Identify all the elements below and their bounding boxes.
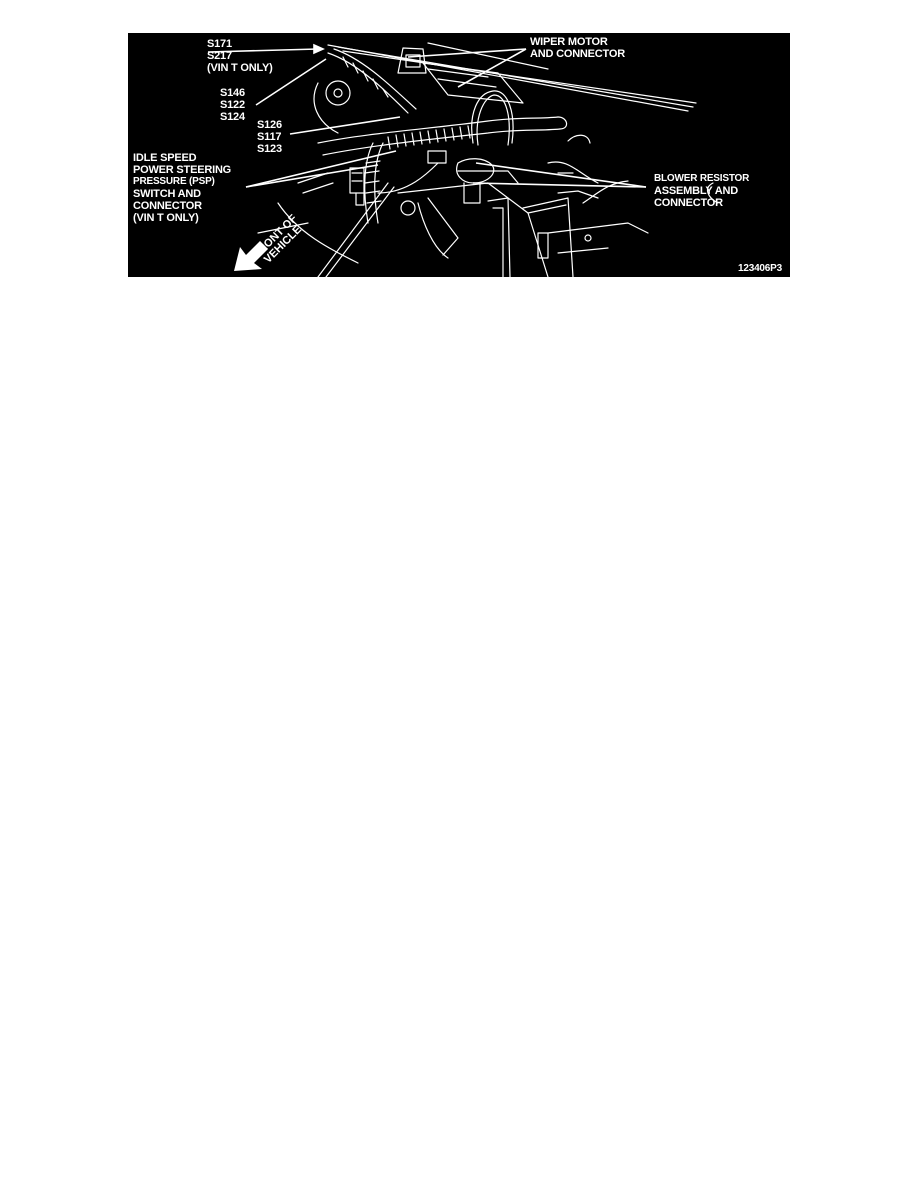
callout-line: POWER STEERING xyxy=(133,164,232,176)
callout-line: AND CONNECTOR xyxy=(530,48,625,60)
callout-line: S117 xyxy=(257,131,282,143)
callout-line: S122 xyxy=(220,99,245,111)
callout-line: BLOWER RESISTOR xyxy=(654,173,750,184)
callout-line: S123 xyxy=(257,143,282,155)
callout-line: S217 xyxy=(207,50,232,62)
callout-line: S171 xyxy=(207,38,232,50)
callout-wiper-motor: WIPER MOTOR AND CONNECTOR xyxy=(530,36,625,60)
callout-splices-s126-s117-s123: S126 S117 S123 xyxy=(257,119,282,155)
callout-line: PRESSURE (PSP) xyxy=(133,176,215,187)
callout-blower-resistor: BLOWER RESISTOR ASSEMBLY AND CONNECTOR xyxy=(654,173,749,209)
callout-line: S146 xyxy=(220,87,245,99)
callout-line: S126 xyxy=(257,119,282,131)
figure-id: 123406P3 xyxy=(737,263,782,274)
callout-line: ASSEMBLY AND xyxy=(654,185,738,197)
callout-line: (VIN T ONLY) xyxy=(207,62,273,74)
callout-line: IDLE SPEED xyxy=(133,152,197,164)
callout-line: CONNECTOR xyxy=(654,197,723,209)
line-art-drawing xyxy=(207,42,719,277)
callout-splices-s171-s217: S171 S217 (VIN T ONLY) xyxy=(207,38,273,74)
callout-line: S124 xyxy=(220,111,245,123)
callout-line: WIPER MOTOR xyxy=(530,36,608,48)
engine-compartment-illustration: S171 S217 (VIN T ONLY) S146 S122 S124 S1… xyxy=(128,33,790,277)
callout-psp-switch: IDLE SPEED POWER STEERING PRESSURE (PSP)… xyxy=(133,152,231,224)
callout-splices-s146-s122-s124: S146 S122 S124 xyxy=(220,87,245,123)
callout-line: SWITCH AND xyxy=(133,188,201,200)
callout-line: CONNECTOR xyxy=(133,200,202,212)
callout-line: (VIN T ONLY) xyxy=(133,212,199,224)
arrow-down-left-icon xyxy=(234,241,268,271)
